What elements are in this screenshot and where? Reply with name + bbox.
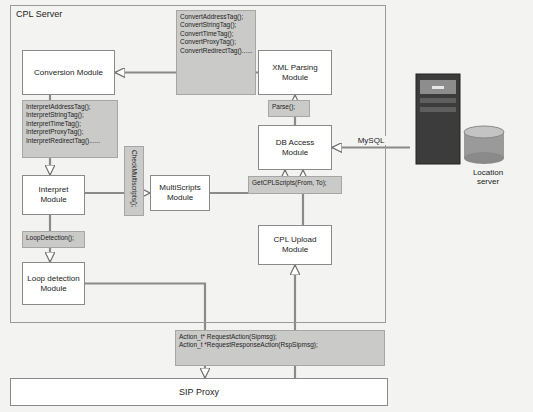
node-label: ConvertAddressTag(); — [180, 13, 252, 21]
node-label: InterpretRedirectTag()...... — [26, 137, 114, 145]
node-label: Conversion Module — [34, 68, 103, 78]
function-list: Action_t* RequestAction(Sipmsg);Action_t… — [175, 330, 385, 366]
node-label: CheckMultiscripts(); — [131, 150, 138, 212]
module-box: XML Parsing Module — [258, 50, 332, 95]
module-box: DB Access Module — [258, 125, 332, 170]
node-label: Location server — [466, 168, 510, 186]
function-list: ConvertAddressTag();ConvertStringTag();C… — [176, 10, 256, 95]
node-label: ConvertTimeTag(); — [180, 30, 252, 38]
node-label: InterpretStringTag(); — [26, 111, 114, 119]
node-label: Parse(); — [272, 103, 306, 111]
node-label: SIP Proxy — [179, 387, 219, 397]
function-box: Parse(); — [268, 100, 310, 117]
module-box: Loop detection Module — [22, 262, 85, 305]
node-label: Action_t* RequestAction(Sipmsg); — [179, 333, 381, 341]
node-label: GetCPLScripts(From, To); — [252, 179, 338, 187]
node-label: ConvertStringTag(); — [180, 21, 252, 29]
function-box: CheckMultiscripts(); — [124, 146, 144, 216]
node-label: LoopDetection(); — [26, 234, 81, 242]
module-box: Interpret Module — [22, 175, 85, 215]
node-label: InterpretProxyTag(); — [26, 128, 114, 136]
node-label: ConvertRedirectTag()...... — [180, 47, 252, 55]
location-server: Location server — [410, 70, 510, 186]
node-label: XML Parsing Module — [262, 63, 328, 82]
edge-label: MySQL — [356, 136, 387, 145]
node-label: DB Access Module — [262, 138, 328, 157]
node-label: CPL Upload Module — [262, 235, 328, 254]
node-label: ConvertProxyTag(); — [180, 38, 252, 46]
function-list: InterpretAddressTag();InterpretStringTag… — [22, 100, 118, 158]
proxy-box: SIP Proxy — [10, 378, 388, 406]
server-icon — [410, 70, 510, 166]
flow-arrow — [332, 146, 410, 148]
server-frame: Conversion ModuleConvertAddressTag();Con… — [10, 5, 386, 323]
module-box: MultiScripts Module — [150, 175, 210, 211]
node-label: MultiScripts Module — [154, 183, 206, 202]
node-label: InterpretAddressTag(); — [26, 103, 114, 111]
function-box: LoopDetection(); — [22, 231, 85, 248]
node-label: Action_t *RequestResponseAction(RspSipms… — [179, 341, 381, 349]
node-label: Interpret Module — [26, 185, 81, 204]
module-box: Conversion Module — [22, 50, 115, 95]
node-label: InterpretTimeTag(); — [26, 120, 114, 128]
module-box: CPL Upload Module — [258, 225, 332, 265]
node-label: Loop detection Module — [26, 274, 81, 293]
function-box: GetCPLScripts(From, To); — [248, 176, 342, 194]
frame-title: CPL Server — [16, 9, 380, 19]
